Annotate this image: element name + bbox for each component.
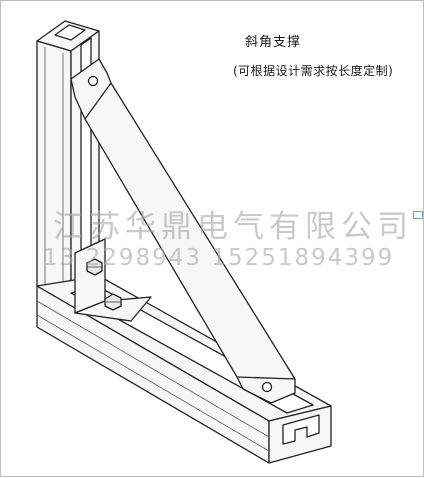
diagonal-brace-edge xyxy=(84,82,112,120)
product-caption: 斜角支撑 (可根据设计需求按长度定制) xyxy=(233,31,421,79)
caption-title: 斜角支撑 xyxy=(245,35,302,50)
caption-note: (可根据设计需求按长度定制) xyxy=(233,64,394,78)
brace-top-hole xyxy=(87,75,99,87)
bolt-upper xyxy=(86,258,103,276)
diagonal-brace-edge xyxy=(236,376,296,380)
resize-handle-icon xyxy=(413,211,423,219)
diagonal-brace-outer xyxy=(70,58,296,404)
bolt-lower xyxy=(104,293,122,311)
brace-bottom-hole xyxy=(261,381,273,393)
horizontal-channel-end-slot xyxy=(282,414,320,445)
vertical-channel-slot xyxy=(54,24,86,41)
vertical-channel-front xyxy=(36,40,72,302)
